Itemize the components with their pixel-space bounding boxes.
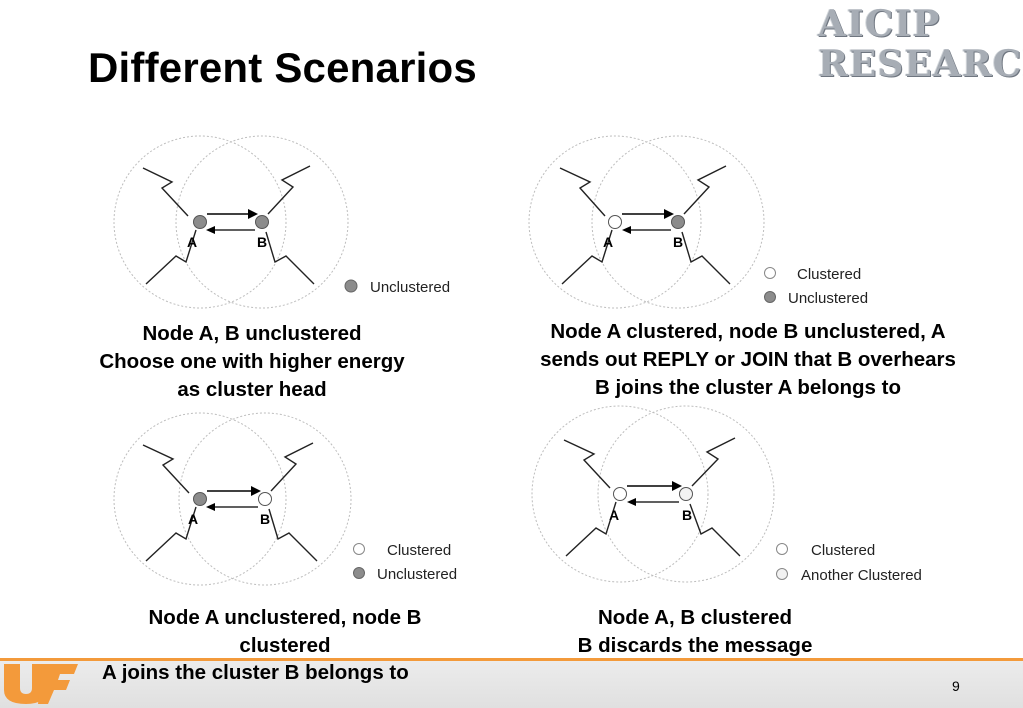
node-a-clustered bbox=[608, 215, 622, 229]
lightning-icon bbox=[142, 444, 190, 494]
range-circle-b bbox=[591, 135, 765, 309]
arrowhead-icon bbox=[206, 226, 215, 234]
caption-line: Node A clustered, node B unclustered, A bbox=[550, 320, 946, 343]
lightning-icon bbox=[145, 506, 197, 562]
range-circle-a bbox=[528, 135, 702, 309]
lightning-icon bbox=[563, 439, 611, 489]
range-circle-b bbox=[597, 405, 775, 583]
arrowhead-icon bbox=[251, 486, 261, 496]
legend-unclustered-label: Unclustered bbox=[370, 279, 450, 296]
caption-line: Node A, B unclustered bbox=[142, 322, 362, 345]
ut-logo-icon bbox=[4, 664, 78, 704]
scenario-1-caption: Node A, B unclustered Choose one with hi… bbox=[52, 320, 452, 404]
node-b-unclustered bbox=[671, 215, 685, 229]
legend-clustered-swatch bbox=[353, 543, 365, 555]
legend-unclustered-swatch bbox=[764, 291, 776, 303]
lightning-icon bbox=[270, 442, 314, 492]
node-b-label: B bbox=[260, 511, 270, 527]
footer-accent-line bbox=[0, 658, 1023, 661]
caption-line: as cluster head bbox=[177, 378, 327, 401]
slide-title: Different Scenarios bbox=[88, 44, 477, 91]
arrowhead-icon bbox=[672, 481, 682, 491]
lightning-icon bbox=[683, 165, 727, 215]
lightning-icon bbox=[565, 501, 617, 557]
range-circle-b bbox=[178, 412, 352, 586]
legend-another-clustered-label: Another Clustered bbox=[801, 567, 922, 584]
logo-line-2: RESEARCH bbox=[818, 43, 1023, 85]
caption-line: Node A, B clustered bbox=[597, 606, 793, 629]
node-a-label: A bbox=[609, 507, 619, 523]
page-number: 9 bbox=[952, 678, 960, 694]
node-a-label: A bbox=[188, 511, 198, 527]
range-circle-b bbox=[175, 135, 349, 309]
range-circle-a bbox=[113, 412, 287, 586]
lightning-icon bbox=[265, 231, 315, 285]
legend-clustered-swatch bbox=[776, 543, 788, 555]
legend-unclustered-swatch bbox=[344, 279, 358, 293]
node-a-clustered bbox=[613, 487, 627, 501]
caption-line: Choose one with higher energy bbox=[99, 350, 405, 373]
node-b-unclustered bbox=[255, 215, 269, 229]
arrowhead-icon bbox=[248, 209, 258, 219]
node-a-label: A bbox=[187, 234, 197, 250]
lightning-icon bbox=[142, 167, 189, 217]
node-b-clustered bbox=[258, 492, 272, 506]
caption-line: B discards the message bbox=[577, 634, 813, 657]
legend-unclustered-label: Unclustered bbox=[788, 290, 868, 307]
legend-clustered-label: Clustered bbox=[797, 266, 861, 283]
caption-line: B joins the cluster A belongs to bbox=[594, 376, 901, 399]
caption-line: sends out REPLY or JOIN that B overhears bbox=[540, 348, 956, 371]
legend-clustered-label: Clustered bbox=[387, 542, 451, 559]
legend-unclustered-label: Unclustered bbox=[377, 566, 457, 583]
scenario-2-caption: Node A clustered, node B unclustered, A … bbox=[488, 318, 1008, 402]
node-b-another-clustered bbox=[679, 487, 693, 501]
node-b-label: B bbox=[682, 507, 692, 523]
node-b-label: B bbox=[673, 234, 683, 250]
arrowhead-icon bbox=[664, 209, 674, 219]
lightning-icon bbox=[145, 229, 197, 285]
logo-line-1: AICIP bbox=[818, 3, 941, 45]
aicip-research-logo: AICIP RESEARCH bbox=[818, 3, 1023, 85]
lightning-icon bbox=[561, 229, 613, 285]
legend-clustered-swatch bbox=[764, 267, 776, 279]
lightning-icon bbox=[691, 437, 736, 487]
legend-clustered-label: Clustered bbox=[811, 542, 875, 559]
scenario-4-caption: Node A, B clustered B discards the messa… bbox=[530, 604, 860, 660]
lightning-icon bbox=[559, 167, 606, 217]
lightning-icon bbox=[681, 231, 731, 285]
scenario-3-caption-footer-line: A joins the cluster B belongs to bbox=[102, 661, 409, 684]
scenario-3-caption: Node A unclustered, node B clustered bbox=[90, 604, 480, 660]
node-b-label: B bbox=[257, 234, 267, 250]
node-a-unclustered bbox=[193, 492, 207, 506]
lightning-icon bbox=[689, 503, 741, 557]
arrowhead-icon bbox=[206, 503, 215, 511]
arrowhead-icon bbox=[627, 498, 636, 506]
range-circle-a bbox=[113, 135, 287, 309]
lightning-icon bbox=[268, 508, 318, 562]
legend-unclustered-swatch bbox=[353, 567, 365, 579]
caption-line: clustered bbox=[239, 634, 331, 657]
lightning-icon bbox=[267, 165, 311, 215]
legend-another-clustered-swatch bbox=[776, 568, 788, 580]
node-a-unclustered bbox=[193, 215, 207, 229]
range-circle-a bbox=[531, 405, 709, 583]
footer-bar bbox=[0, 660, 1023, 708]
node-a-label: A bbox=[603, 234, 613, 250]
caption-line: Node A unclustered, node B bbox=[148, 606, 422, 629]
arrowhead-icon bbox=[622, 226, 631, 234]
